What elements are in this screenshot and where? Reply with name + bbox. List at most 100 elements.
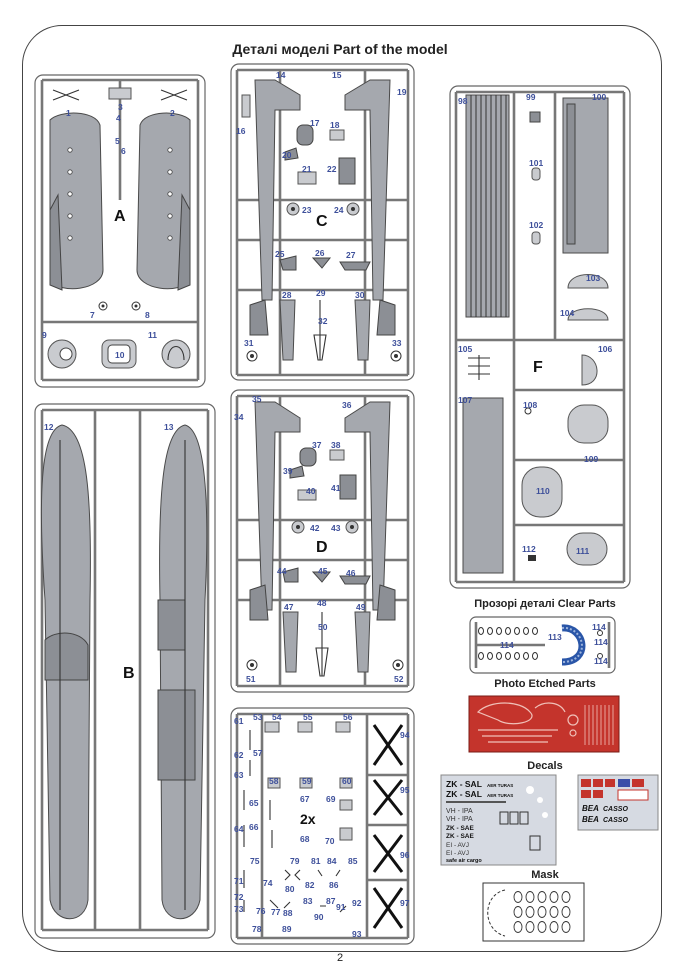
svg-text:58: 58 [269,776,279,786]
svg-text:61: 61 [234,716,244,726]
page-title: Деталі моделі Part of the model [232,41,448,57]
svg-text:48: 48 [317,598,327,608]
svg-text:F: F [533,359,543,376]
svg-text:102: 102 [529,220,543,230]
svg-text:70: 70 [325,836,335,846]
svg-text:114: 114 [594,637,608,647]
svg-text:21: 21 [302,164,312,174]
svg-text:25: 25 [275,249,285,259]
svg-text:113: 113 [548,632,562,642]
svg-text:82: 82 [305,880,315,890]
svg-text:78: 78 [252,924,262,934]
svg-text:91: 91 [336,902,346,912]
svg-text:87: 87 [326,896,336,906]
svg-text:16: 16 [236,126,246,136]
svg-text:39: 39 [283,466,293,476]
page-border [22,25,662,952]
svg-text:11: 11 [148,330,157,340]
svg-text:92: 92 [352,898,362,908]
svg-text:98: 98 [458,96,468,106]
decal-reg-5: ZK - SAE [446,825,474,832]
svg-text:23: 23 [302,205,312,215]
decal-reg-1: ZK - SAL [446,779,482,789]
svg-text:75: 75 [250,856,260,866]
svg-text:D: D [316,539,328,556]
svg-text:12: 12 [44,422,54,432]
decal-reg-6: ZK - SAE [446,833,474,840]
svg-text:96: 96 [400,850,410,860]
svg-text:74: 74 [263,878,273,888]
svg-text:76: 76 [256,906,266,916]
svg-text:51: 51 [246,674,256,684]
svg-text:71: 71 [234,876,244,886]
svg-text:27: 27 [346,250,356,260]
svg-text:114: 114 [594,656,608,666]
svg-text:9: 9 [42,330,47,340]
svg-text:105: 105 [458,344,472,354]
clear-parts-heading: Прозорі деталі Clear Parts [474,598,616,610]
svg-text:32: 32 [318,316,328,326]
svg-text:15: 15 [332,70,342,80]
svg-text:90: 90 [314,912,324,922]
svg-text:5: 5 [115,136,120,146]
svg-text:100: 100 [592,92,606,102]
decal-sheet-1: ZK - SAL ZK - SAL AER TURAS AER TURAS VH… [440,774,557,866]
svg-text:107: 107 [458,395,472,405]
svg-text:7: 7 [90,310,95,320]
svg-text:29: 29 [316,288,326,298]
svg-text:30: 30 [355,290,365,300]
svg-text:20: 20 [282,150,292,160]
svg-text:C: C [316,213,328,230]
page-number: 2 [336,952,344,964]
decal-bea-2: BEA [582,815,599,824]
svg-text:1: 1 [66,108,71,118]
svg-text:72: 72 [234,892,244,902]
svg-text:114: 114 [500,640,514,650]
svg-text:83: 83 [303,896,313,906]
svg-text:111: 111 [576,546,590,556]
svg-text:47: 47 [284,602,294,612]
svg-text:62: 62 [234,750,244,760]
svg-text:63: 63 [234,770,244,780]
decal-reg-4: VH - IPA [446,816,473,823]
svg-text:42: 42 [310,523,320,533]
decal-cargo: safe air cargo [446,858,482,864]
svg-text:6: 6 [121,146,126,156]
svg-text:46: 46 [346,568,356,578]
svg-text:106: 106 [598,344,612,354]
svg-text:67: 67 [300,794,310,804]
decal-casso-2: CASSO [603,817,628,824]
svg-text:54: 54 [272,712,282,722]
svg-text:49: 49 [356,602,366,612]
svg-text:13: 13 [164,422,174,432]
svg-text:50: 50 [318,622,328,632]
svg-text:10: 10 [115,350,125,360]
svg-text:38: 38 [331,440,341,450]
svg-text:68: 68 [300,834,310,844]
photo-etched-fret [468,695,620,753]
decal-airline-1: AER TURAS [487,783,513,788]
svg-text:28: 28 [282,290,292,300]
svg-text:44: 44 [277,566,287,576]
decal-sheet-2: BEA BEA CASSO CASSO [577,774,659,831]
svg-text:112: 112 [522,544,536,554]
decal-casso-1: CASSO [603,806,628,813]
svg-text:65: 65 [249,798,259,808]
svg-text:2: 2 [170,108,175,118]
svg-text:85: 85 [348,856,358,866]
svg-text:8: 8 [145,310,150,320]
svg-text:52: 52 [394,674,404,684]
svg-text:19: 19 [397,87,407,97]
decal-reg-8: EI - AVJ [446,850,469,857]
svg-text:97: 97 [400,898,410,908]
svg-text:95: 95 [400,785,410,795]
svg-text:31: 31 [244,338,254,348]
svg-text:104: 104 [560,308,574,318]
svg-text:99: 99 [526,92,536,102]
svg-text:110: 110 [536,486,550,496]
